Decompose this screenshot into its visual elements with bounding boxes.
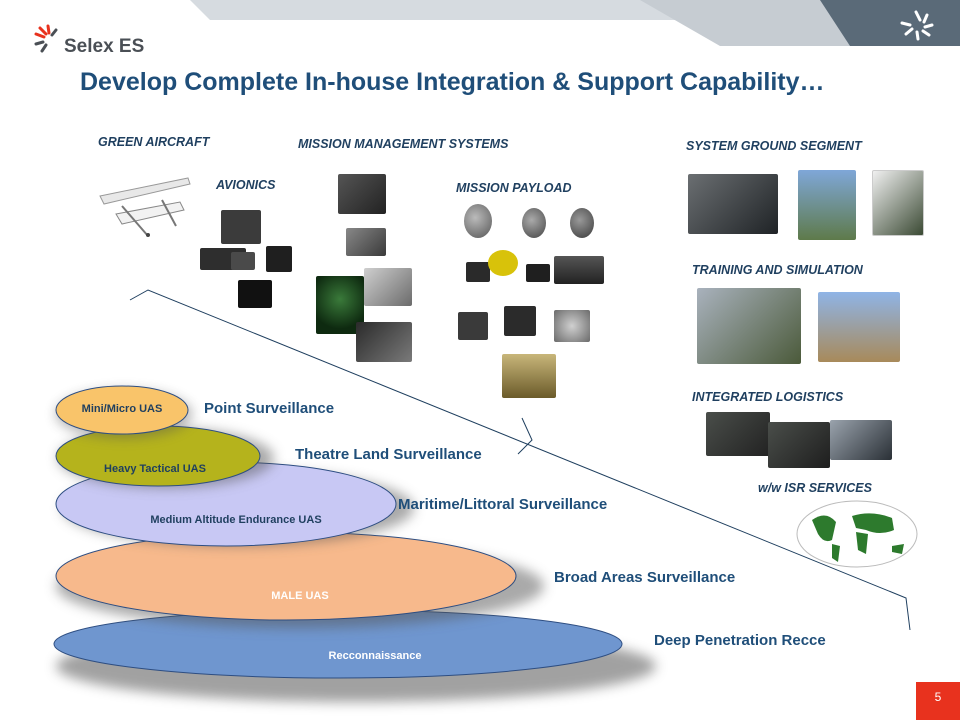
world-map-image xyxy=(796,500,918,568)
logo-text: Selex ES xyxy=(64,36,145,57)
label-avionics: AVIONICS xyxy=(216,178,276,192)
uas-label-mini-micro: Mini/Micro UAS xyxy=(81,403,163,415)
logistics-container-image xyxy=(768,422,830,468)
payload-unit-image xyxy=(554,310,590,342)
label-mission-payload: MISSION PAYLOAD xyxy=(456,181,572,195)
logo-icon xyxy=(34,24,58,53)
ellipse-heavy-tactical xyxy=(55,425,261,487)
label-integrated-logistics: INTEGRATED LOGISTICS xyxy=(692,390,844,404)
label-isr-services: w/w ISR SERVICES xyxy=(758,481,872,495)
sar-image xyxy=(356,322,412,362)
sar-image xyxy=(364,268,412,306)
ground-terminal-image xyxy=(872,170,924,236)
payload-unit-image xyxy=(554,256,604,284)
emblem-icon xyxy=(900,10,934,41)
label-training-simulation: TRAINING AND SIMULATION xyxy=(692,263,863,277)
surveillance-maritime: Maritime/Littoral Surveillance xyxy=(398,496,608,513)
page-title: Develop Complete In-house Integration & … xyxy=(80,68,825,96)
payload-unit-image xyxy=(458,312,488,340)
avionics-unit-image xyxy=(266,246,292,272)
surveillance-deep-penetration: Deep Penetration Recce xyxy=(654,632,826,649)
simulation-image xyxy=(818,292,900,362)
antenna-site-image xyxy=(798,170,856,240)
ellipse-male xyxy=(55,531,517,621)
avionics-unit-image xyxy=(221,210,261,244)
page-number: 5 xyxy=(916,682,960,720)
surveillance-theatre-land: Theatre Land Surveillance xyxy=(295,446,482,463)
logistics-container-image xyxy=(706,412,770,456)
payload-unit-image xyxy=(466,262,490,282)
training-room-image xyxy=(697,288,801,364)
label-system-ground-segment: SYSTEM GROUND SEGMENT xyxy=(686,139,862,153)
mission-computer-image xyxy=(338,174,386,214)
label-mission-management: MISSION MANAGEMENT SYSTEMS xyxy=(298,137,509,151)
uas-label-heavy-tactical: Heavy Tactical UAS xyxy=(104,463,206,475)
sensor-turret-image xyxy=(464,204,492,238)
uas-label-male: MALE UAS xyxy=(271,590,329,602)
sensor-turret-image xyxy=(570,208,594,238)
label-green-aircraft: GREEN AIRCRAFT xyxy=(98,135,210,149)
payload-unit-image xyxy=(526,264,550,282)
sensor-turret-image xyxy=(522,208,546,238)
uas-label-reconnaissance: Recconnaissance xyxy=(328,650,422,662)
surveillance-point: Point Surveillance xyxy=(204,400,335,417)
avionics-unit-image xyxy=(231,252,255,270)
payload-set-image xyxy=(502,354,556,398)
mission-computer-image xyxy=(346,228,386,256)
avionics-unit-image xyxy=(238,280,272,308)
header-bands xyxy=(190,0,960,46)
ground-station-image xyxy=(688,174,778,234)
payload-antenna-image xyxy=(488,250,518,276)
payload-unit-image xyxy=(504,306,536,336)
surveillance-broad-areas: Broad Areas Surveillance xyxy=(554,569,736,586)
uas-label-medium-altitude: Medium Altitude Endurance UAS xyxy=(150,514,322,526)
aircraft-image xyxy=(99,177,191,237)
logistics-workstation-image xyxy=(830,420,892,460)
ellipse-mini-micro xyxy=(55,385,189,435)
